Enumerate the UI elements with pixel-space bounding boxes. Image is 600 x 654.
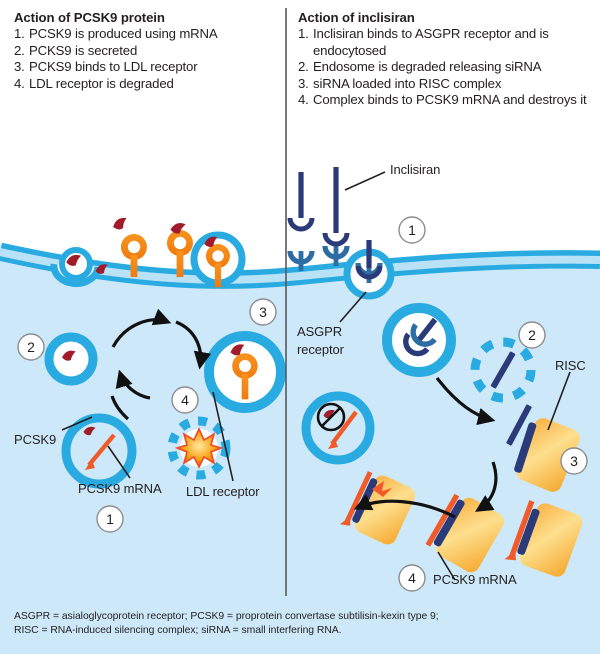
membrane-pit-right-ldlr <box>190 231 246 288</box>
membrane-pit-asgpr <box>343 240 395 300</box>
footnote-line-1: ASGPR = asialoglycoprotein receptor; PCS… <box>14 611 439 622</box>
left-step-1-number: 1. <box>14 26 25 41</box>
pcsk9-mrna-strand-right <box>328 410 358 449</box>
inclisiran-binding-2 <box>322 167 350 247</box>
right-panel-text: Action of inclisiran 1. Inclisiran binds… <box>298 10 590 109</box>
inclisiran-free-1 <box>287 172 315 232</box>
svg-text:2: 2 <box>27 339 35 355</box>
trafficking-arrows-left <box>110 308 212 421</box>
right-step-4-number: 4. <box>298 92 309 108</box>
right-step-4-text: Complex binds to PCSK9 mRNA and destroys… <box>313 92 587 108</box>
risc-complex-1 <box>514 418 580 492</box>
left-step-2: 2. PCKS9 is secreted <box>14 43 272 60</box>
pcsk9-mrna-strand-left <box>85 433 116 470</box>
right-panel-steps: 1. Inclisiran binds to ASGPR receptor an… <box>298 26 590 109</box>
label-inclisiran: Inclisiran <box>390 162 441 177</box>
step-marker-right-2: 2 <box>518 321 546 349</box>
risc-complex-2 <box>425 493 504 573</box>
label-asgpr-receptor-line2: receptor <box>297 342 344 357</box>
pcsk9-mrna-destroyed-1 <box>372 481 392 497</box>
label-pcsk9-mrna-left: PCSK9 mRNA <box>78 481 162 496</box>
label-pcsk9: PCSK9 <box>14 432 57 447</box>
svg-text:3: 3 <box>259 304 267 320</box>
label-risc: RISC <box>555 358 586 373</box>
step-marker-right-3: 3 <box>560 447 588 475</box>
sirna-free <box>506 404 532 446</box>
left-step-2-text: PCKS9 is secreted <box>29 42 138 58</box>
sirna-strand-released <box>490 351 516 389</box>
left-panel-title: Action of PCSK9 protein <box>14 10 165 25</box>
right-step-1-number: 1. <box>298 26 309 41</box>
leader-ldl-receptor <box>212 391 234 482</box>
footnote: ASGPR = asialoglycoprotein receptor; PCS… <box>14 610 594 638</box>
extracellular-space <box>0 0 600 272</box>
secretory-vesicle-pcsk9 <box>44 332 98 386</box>
step-marker-left-2: 2 <box>17 333 45 361</box>
footnote-line-2: RISC = RNA-induced silencing complex; si… <box>14 625 342 636</box>
right-step-1: 1. Inclisiran binds to ASGPR receptor an… <box>298 26 590 59</box>
degraded-ldl-receptor <box>167 416 231 480</box>
right-step-2-number: 2. <box>298 59 309 75</box>
translation-vesicle-pcsk9 <box>61 413 137 489</box>
right-step-3-number: 3. <box>298 75 309 91</box>
svg-text:2: 2 <box>528 327 536 343</box>
right-step-3-text: siRNA loaded into RISC complex <box>313 75 502 91</box>
left-panel-text: Action of PCSK9 protein 1. PCSK9 is prod… <box>14 10 272 92</box>
step-marker-right-4: 4 <box>398 564 426 592</box>
left-step-1-text: PCSK9 is produced using mRNA <box>29 26 218 41</box>
left-step-3-text: PCKS9 binds to LDL receptor <box>29 59 198 75</box>
left-step-2-number: 2. <box>14 42 25 58</box>
svg-text:1: 1 <box>408 222 416 238</box>
left-step-1: 1. PCSK9 is produced using mRNA <box>14 26 272 43</box>
leader-risc <box>547 371 571 431</box>
left-step-3: 3. PCKS9 binds to LDL receptor <box>14 59 272 76</box>
label-leader-lines <box>61 171 571 581</box>
label-ldl-receptor: LDL receptor <box>186 484 260 499</box>
right-step-4: 4. Complex binds to PCSK9 mRNA and destr… <box>298 92 590 109</box>
svg-text:1: 1 <box>106 511 114 527</box>
step-marker-right-1: 1 <box>398 216 426 244</box>
label-pcsk9-mrna-right: PCSK9 mRNA <box>433 572 517 587</box>
left-step-3-number: 3. <box>14 59 25 75</box>
leader-inclisiran <box>344 171 386 191</box>
svg-text:3: 3 <box>570 453 578 469</box>
leader-pcsk9-mrna-left <box>107 445 131 479</box>
left-step-4-number: 4. <box>14 75 25 91</box>
leader-pcsk9 <box>61 416 93 431</box>
step-marker-left-3: 3 <box>249 298 277 326</box>
right-step-2-text: Endosome is degraded releasing siRNA <box>313 59 542 75</box>
step-marker-left-1: 1 <box>96 505 124 533</box>
right-step-3: 3. siRNA loaded into RISC complex <box>298 76 590 93</box>
svg-text:4: 4 <box>408 570 416 586</box>
risc-complex-3 <box>504 500 583 577</box>
step-marker-left-4: 4 <box>171 386 199 414</box>
left-step-4: 4. LDL receptor is degraded <box>14 76 272 93</box>
right-step-1-text: Inclisiran binds to ASGPR receptor and i… <box>313 26 549 58</box>
membrane-pit-left <box>50 247 102 287</box>
leader-asgpr <box>339 291 367 323</box>
ldl-receptor-membrane-1 <box>111 215 147 277</box>
trafficking-arrows-right <box>353 377 498 519</box>
degraded-endosome-sirna <box>470 337 536 403</box>
endosome-ldlr-pcsk9 <box>204 331 286 413</box>
right-panel-title: Action of inclisiran <box>298 10 415 25</box>
vesicle-no-pcsk9 <box>301 391 375 465</box>
leader-pcsk9-mrna-right <box>437 551 456 581</box>
left-step-4-text: LDL receptor is degraded <box>29 75 174 91</box>
svg-text:4: 4 <box>181 392 189 408</box>
label-asgpr-receptor-line1: ASGPR <box>297 324 343 339</box>
right-step-2: 2. Endosome is degraded releasing siRNA <box>298 59 590 76</box>
left-panel-steps: 1. PCSK9 is produced using mRNA 2. PCKS9… <box>14 26 272 92</box>
endosome-inclisiran <box>382 303 456 377</box>
